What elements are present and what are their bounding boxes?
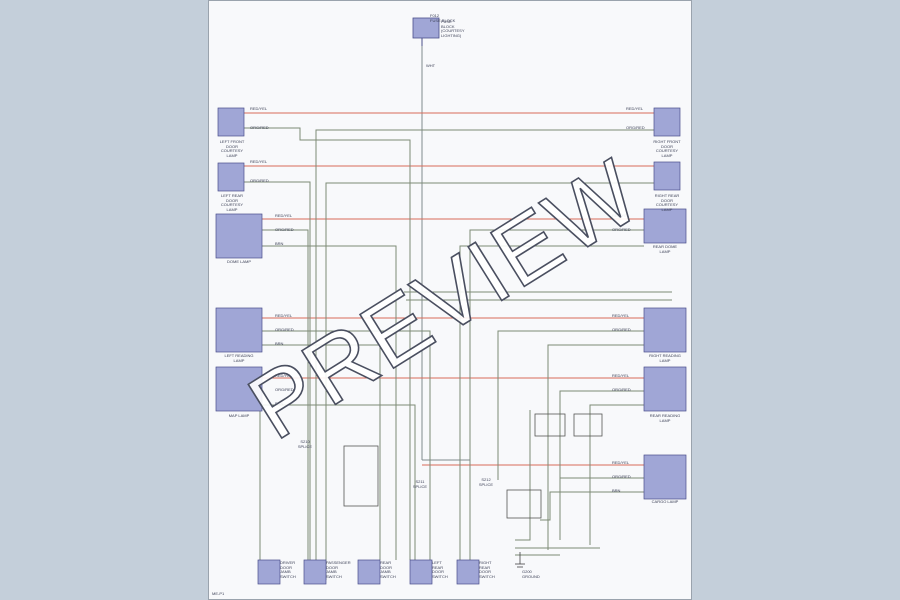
- wire-label: RED/YEL: [250, 106, 268, 111]
- wire-label: RED/YEL: [612, 213, 630, 218]
- wire-label: RED/YEL: [275, 213, 293, 218]
- wire-label: ORG/RED: [612, 327, 631, 332]
- wire-label: ORG/RED: [250, 178, 269, 183]
- wire-label: BRN: [275, 341, 284, 346]
- switch-label: LEFT REAR DOOR SWITCH: [432, 560, 448, 579]
- component-label: REAR READING LAMP: [649, 413, 681, 423]
- wire-label: ORG/RED: [626, 125, 645, 130]
- component-label: DOME LAMP: [226, 259, 251, 264]
- wire-label: BRN: [612, 488, 621, 493]
- component-label: LEFT READING LAMP: [224, 353, 254, 363]
- component-label: RIGHT FRONT DOOR COURTESY LAMP: [653, 139, 681, 158]
- ground-symbol: [515, 552, 525, 568]
- splice-label: S210 SPLICE: [297, 439, 313, 449]
- fuse-label: FUSE BLOCK (COURTESY LIGHTING): [441, 19, 465, 38]
- splice-boxes: [343, 413, 603, 519]
- wire-label: RED/YEL: [612, 460, 630, 465]
- switch-label: REAR DOOR JAMB SWITCH: [380, 560, 396, 579]
- wire-label: ORG/RED: [612, 474, 631, 479]
- component-label: LEFT REAR DOOR COURTESY LAMP: [220, 193, 244, 212]
- wire-label: BRN: [275, 401, 284, 406]
- component-label: REAR DOME LAMP: [652, 244, 678, 254]
- fuse-header: F012 FUSE BLOCK: [430, 13, 456, 23]
- wire-label: WHT: [426, 63, 436, 68]
- wire-label: ORG/RED: [612, 387, 631, 392]
- wire-label: BRN: [275, 241, 284, 246]
- wire-label: RED/YEL: [612, 373, 630, 378]
- splice-label: S212 SPLICE: [478, 477, 494, 487]
- fuse-block: [412, 17, 440, 46]
- switch-label: PASSENGER DOOR JAMB SWITCH: [326, 560, 351, 579]
- lamp-symbols: [215, 107, 687, 500]
- wire-label: ORG/RED: [275, 227, 294, 232]
- component-label: CARGO LAMP: [651, 499, 679, 504]
- sheet-code: ME-P1: [212, 591, 225, 596]
- wire-label: RED/YEL: [612, 313, 630, 318]
- wire-label: ORG/RED: [275, 387, 294, 392]
- switch-label: RIGHT REAR DOOR SWITCH: [479, 560, 495, 579]
- component-label: LEFT FRONT DOOR COURTESY LAMP: [219, 139, 245, 158]
- ground-label: G200 GROUND: [522, 569, 540, 579]
- wire-label: RED/YEL: [275, 373, 293, 378]
- component-label: MAP LAMP: [228, 413, 250, 418]
- wire-label: RED/YEL: [250, 159, 268, 164]
- component-label: RIGHT REAR DOOR COURTESY LAMP: [654, 193, 680, 212]
- wire-label: ORG/RED: [612, 227, 631, 232]
- wire-label: RED/YEL: [626, 106, 644, 111]
- wire-label: ORG/RED: [275, 327, 294, 332]
- wire-label: RED/YEL: [275, 313, 293, 318]
- door-switches: [257, 559, 480, 585]
- wire-label: ORG/RED: [250, 125, 269, 130]
- splice-label: S211 SPLICE: [412, 479, 428, 489]
- switch-label: DRIVER DOOR JAMB SWITCH: [280, 560, 296, 579]
- component-label: RIGHT READING LAMP: [649, 353, 681, 363]
